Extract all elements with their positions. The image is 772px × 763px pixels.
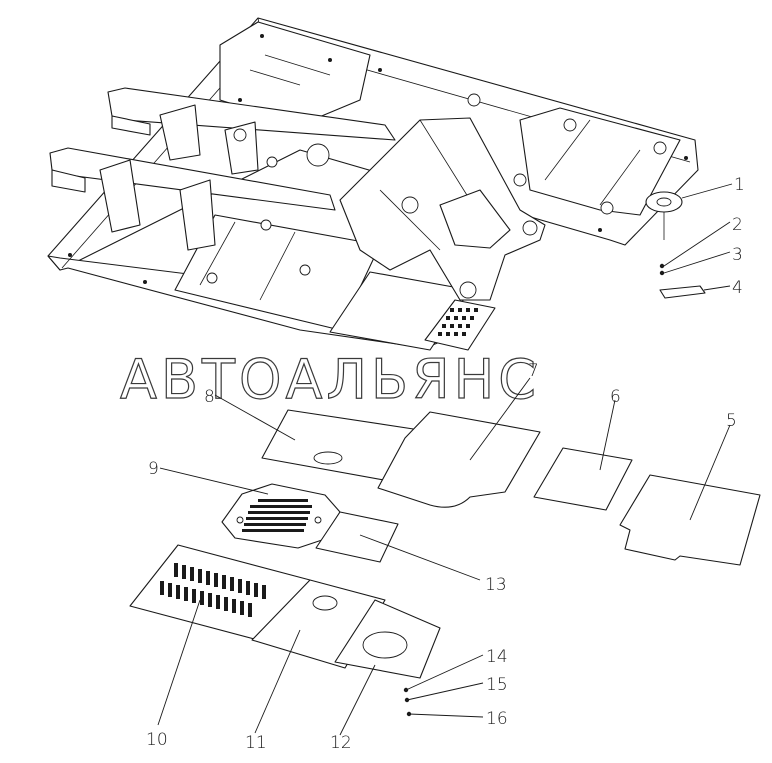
callout-2: 2 [732, 215, 743, 235]
part-14-16-bolts [403, 687, 412, 717]
callout-9: 9 [148, 459, 159, 479]
part-12-panel [334, 599, 441, 679]
callout-5: 5 [726, 411, 737, 431]
callout-13: 13 [485, 575, 507, 595]
callout-labels: 1 2 3 4 5 6 7 8 9 10 11 12 13 14 15 16 [146, 175, 745, 753]
callout-6: 6 [610, 387, 621, 407]
callout-1: 1 [734, 175, 745, 195]
part-7-panel [377, 411, 541, 508]
part-4-small-plate [659, 285, 706, 299]
callout-10: 10 [146, 730, 168, 750]
leader-lines [157, 183, 733, 736]
callout-3: 3 [732, 245, 743, 265]
part-6-panel [533, 447, 633, 511]
callout-11: 11 [245, 733, 267, 753]
callout-4: 4 [732, 278, 743, 298]
callout-15: 15 [486, 675, 508, 695]
part-1-round-cover [645, 191, 683, 240]
callout-12: 12 [330, 733, 352, 753]
callout-14: 14 [486, 647, 508, 667]
front-grill [438, 308, 478, 336]
callout-8: 8 [204, 387, 215, 407]
callout-7: 7 [528, 361, 539, 381]
main-frame [47, 17, 699, 351]
watermark: АВТОАЛЬЯНС [120, 348, 540, 411]
callout-16: 16 [486, 709, 508, 729]
frame-bolts [68, 34, 688, 284]
part-13-panel [315, 511, 399, 563]
part-9-grill-panel [221, 483, 341, 549]
part-2-3-fasteners [659, 263, 665, 276]
